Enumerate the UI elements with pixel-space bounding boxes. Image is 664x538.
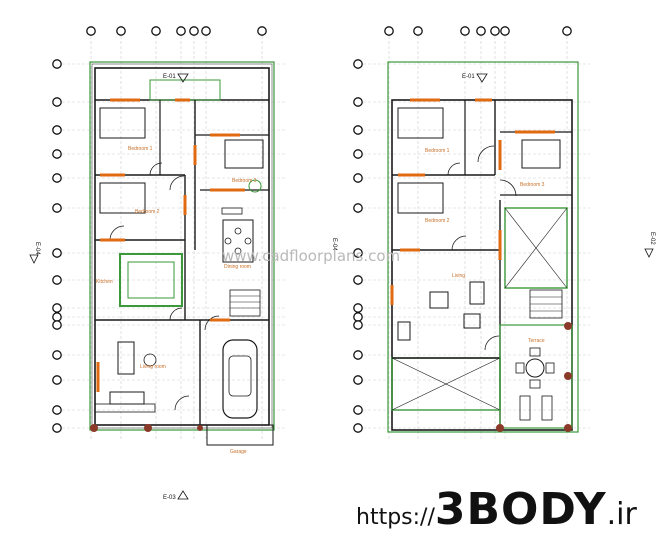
grid-bubble-left	[52, 203, 62, 213]
grid-bubble-left	[52, 149, 62, 159]
grid-bubble-left	[52, 320, 62, 330]
grid-bubble-left	[353, 405, 363, 415]
grid-bubbles	[52, 26, 572, 433]
grid-bubble-left	[353, 203, 363, 213]
room-label-garage: Garage	[230, 449, 247, 455]
grid-bubble-top	[86, 26, 96, 36]
grid-bubble-top	[413, 26, 423, 36]
elevation-triangle-e04	[29, 254, 39, 264]
grid-bubble-left	[353, 350, 363, 360]
elevation-marker-e04-mid: E-04	[331, 238, 337, 251]
elevation-marker-e02: E-02	[649, 232, 655, 245]
first-floor-plan	[387, 61, 579, 433]
ground-floor-columns	[90, 424, 203, 432]
grid-bubble-top	[189, 26, 199, 36]
grid-bubble-left	[353, 375, 363, 385]
grid-bubble-top	[201, 26, 211, 36]
grid-bubble-left	[353, 125, 363, 135]
room-label-f-living: Living	[452, 273, 465, 279]
ground-floor-doors	[96, 98, 245, 392]
grid-bubble-left	[52, 59, 62, 69]
grid-bubble-left	[52, 303, 62, 313]
grid-bubble-top	[257, 26, 267, 36]
elevation-marker-e04: E-04	[34, 242, 40, 255]
grid-bubble-left	[353, 312, 363, 322]
brand-prefix: https://	[356, 505, 435, 530]
grid-bubble-left	[52, 423, 62, 433]
grid-bubble-left	[52, 350, 62, 360]
grid-bubble-left	[353, 173, 363, 183]
grid-bubble-left	[52, 405, 62, 415]
first-floor-doors	[390, 98, 555, 305]
grid-bubble-left	[353, 275, 363, 285]
grid-bubble-left	[353, 423, 363, 433]
grid-bubble-left	[52, 97, 62, 107]
brand-suffix: .ir	[606, 497, 637, 532]
grid-bubble-left	[353, 97, 363, 107]
room-label-f-bedroom2: Bedroom 2	[425, 218, 450, 224]
grid-bubble-left	[52, 275, 62, 285]
room-label-dining: Dining room	[224, 264, 251, 270]
grid-bubble-top	[384, 26, 394, 36]
grid-bubble-left	[52, 248, 62, 258]
room-label-bedroom3: Bedroom 3	[232, 178, 257, 184]
grid-bubble-left	[353, 320, 363, 330]
elevation-triangle-e02	[644, 248, 654, 258]
grid-bubble-top	[460, 26, 470, 36]
grid-bubble-left	[52, 375, 62, 385]
grid-bubble-left	[353, 149, 363, 159]
room-label-f-bedroom1: Bedroom 1	[425, 148, 450, 154]
brand-name: 3BODY	[434, 484, 607, 535]
grid-bubble-left	[353, 59, 363, 69]
grid-bubble-top	[116, 26, 126, 36]
grid-lines	[62, 36, 590, 440]
elevation-triangle-e01	[177, 73, 189, 83]
room-label-f-terrace: Terrace	[528, 338, 545, 344]
grid-bubble-top	[562, 26, 572, 36]
elevation-triangle-e03	[177, 490, 189, 500]
grid-bubble-left	[52, 312, 62, 322]
elevation-triangle-e01-first	[476, 73, 488, 83]
room-label-kitchen: Kitchen	[96, 279, 113, 285]
grid-bubble-top	[151, 26, 161, 36]
room-label-bedroom1: Bedroom 1	[128, 146, 153, 152]
grid-bubble-top	[490, 26, 500, 36]
room-label-living: Living room	[140, 364, 166, 370]
grid-bubble-top	[476, 26, 486, 36]
grid-bubble-left	[52, 125, 62, 135]
grid-bubble-top	[500, 26, 510, 36]
grid-bubble-left	[52, 173, 62, 183]
elevation-marker-e03: E-03	[163, 495, 176, 501]
watermark-text: www.cadfloorplans.com	[222, 247, 401, 265]
grid-bubble-left	[353, 303, 363, 313]
grid-bubble-top	[176, 26, 186, 36]
elevation-marker-e01: E-01	[163, 74, 176, 80]
room-label-f-bedroom3: Bedroom 3	[520, 182, 545, 188]
brand-logo: https://3BODY.ir	[356, 484, 637, 535]
first-floor-columns	[496, 322, 572, 432]
elevation-marker-e01-first: E-01	[462, 74, 475, 80]
room-label-bedroom2: Bedroom 2	[135, 209, 160, 215]
grid-bubble-left	[353, 248, 363, 258]
